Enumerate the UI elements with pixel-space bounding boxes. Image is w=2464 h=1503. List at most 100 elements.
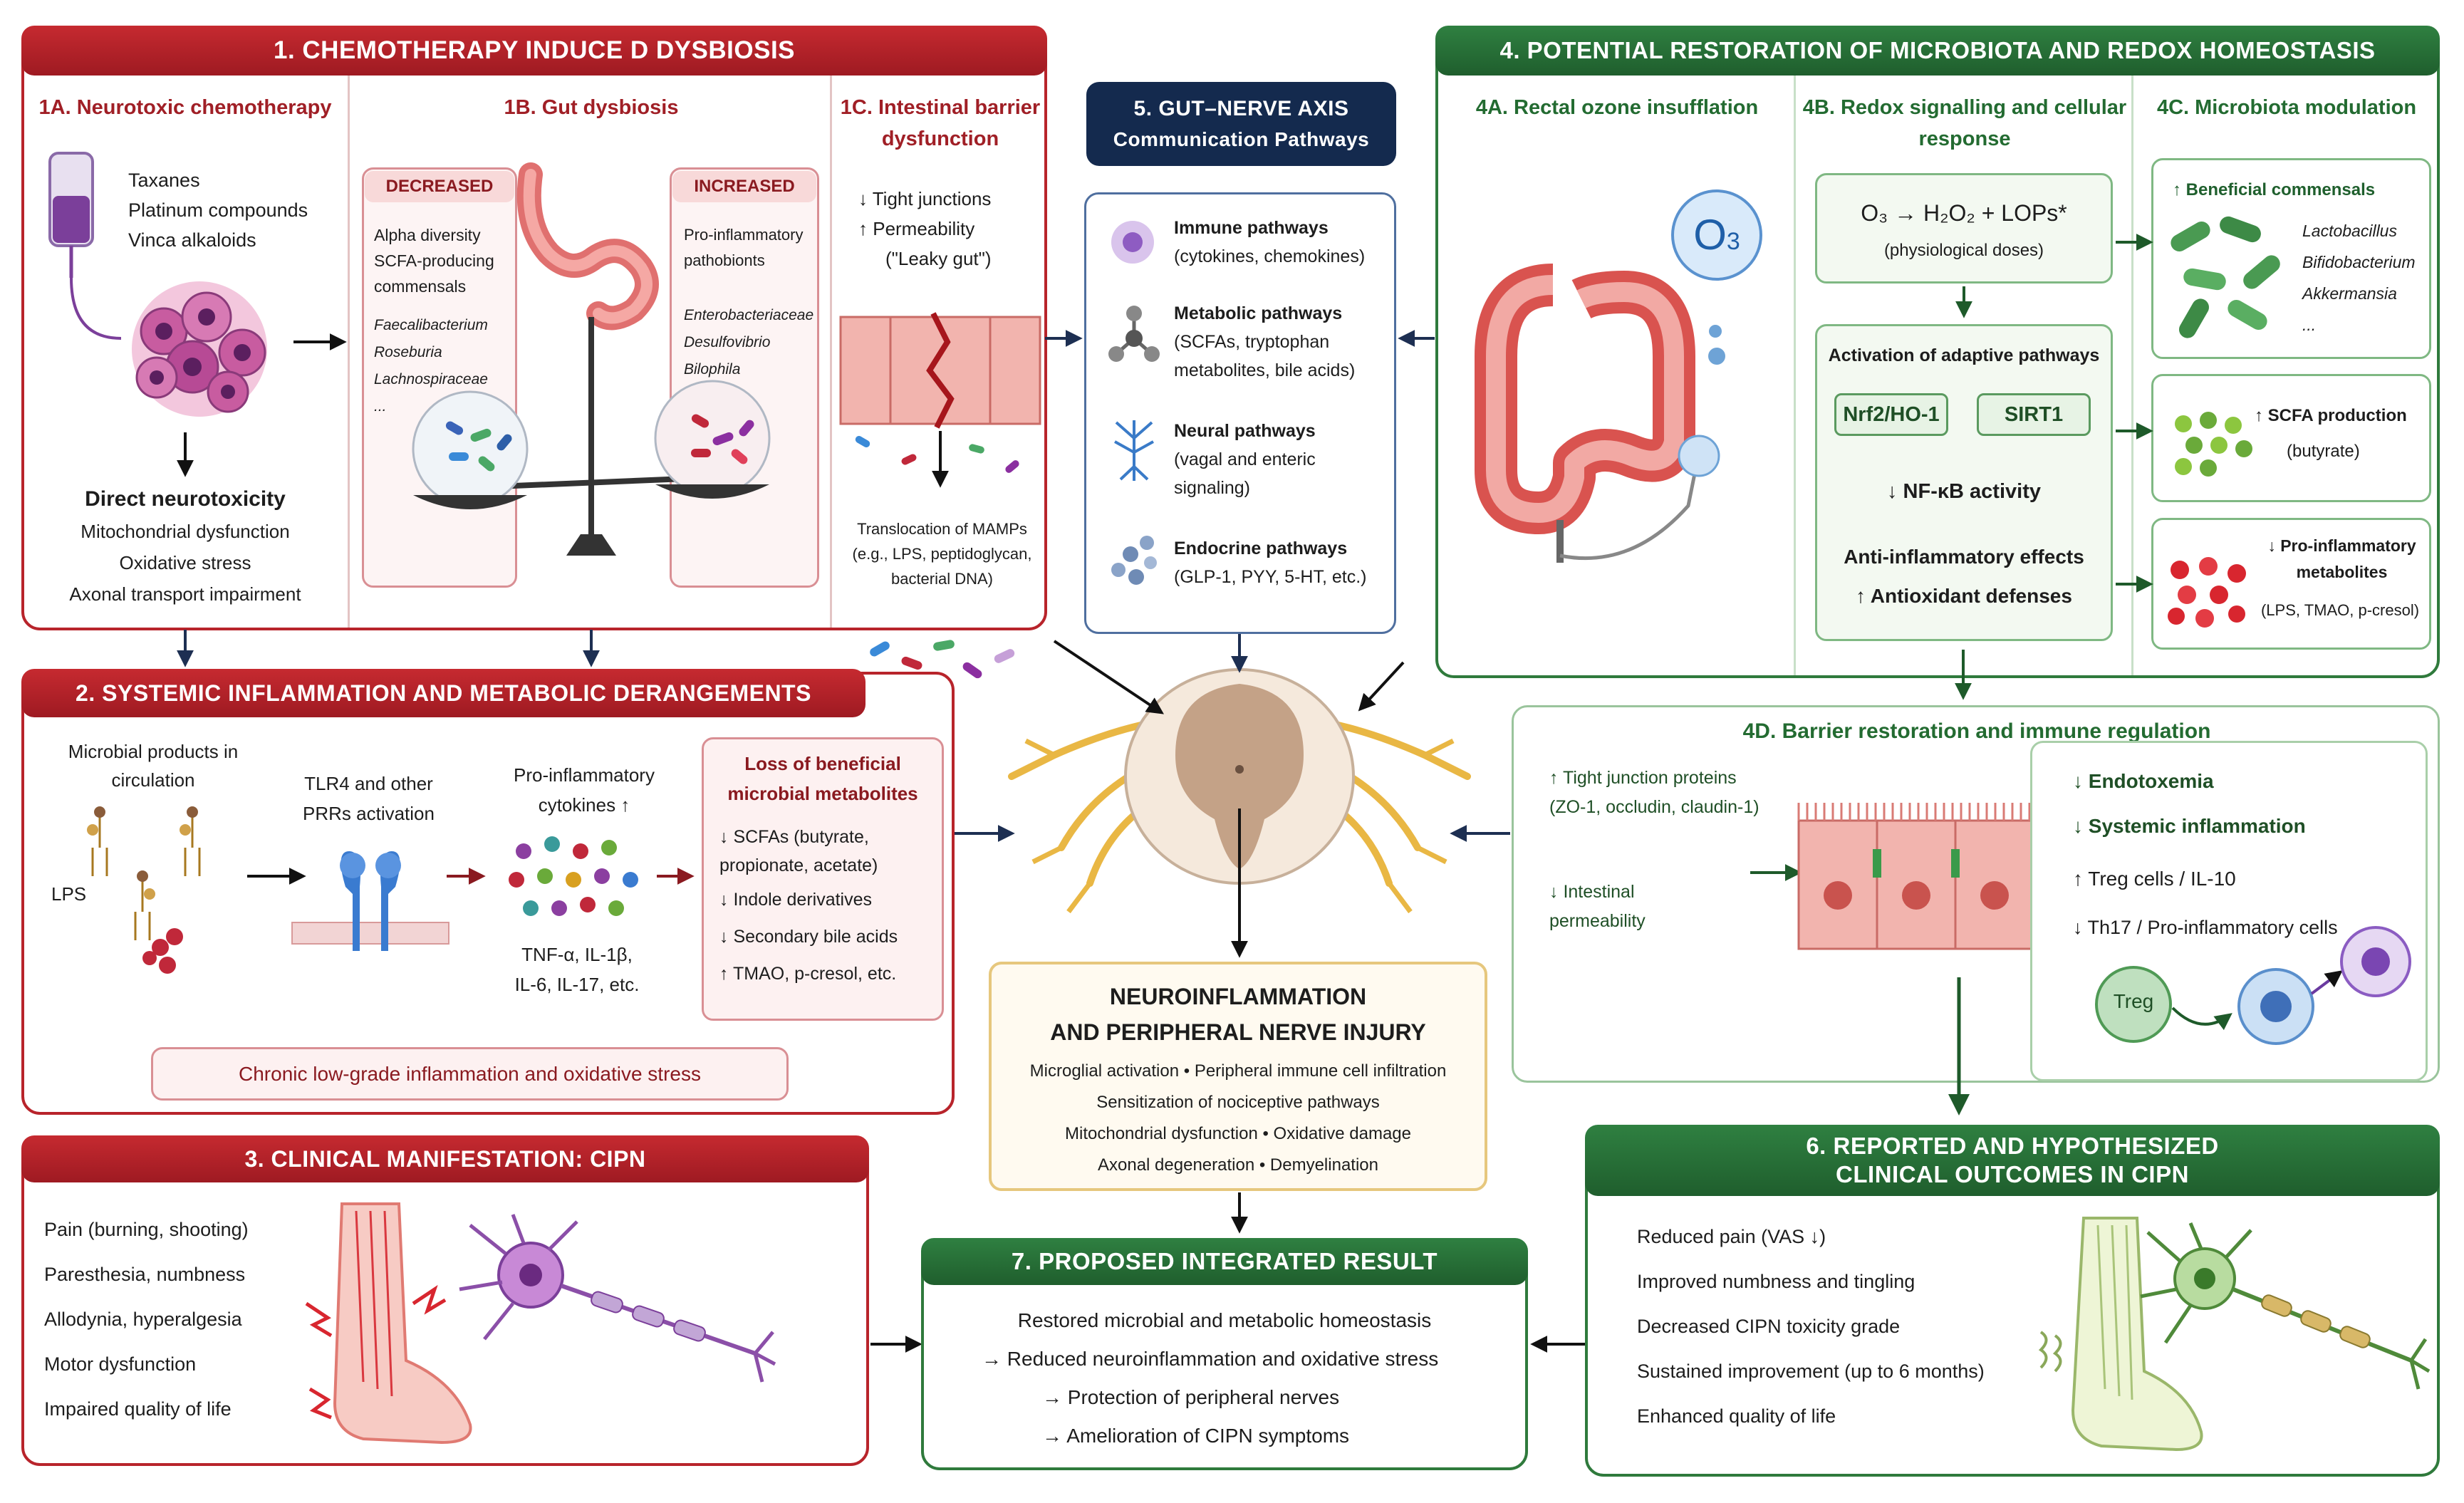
reduced-neuroinflammation: → Reduced neuroinflammation and oxidativ…	[982, 1348, 1439, 1370]
neurotoxicity-effect-list: Mitochondrial dysfunction Oxidative stre…	[28, 516, 342, 610]
pro-inflammatory-metabolites: ↓ Pro-inflammatory metabolites	[2267, 536, 2416, 581]
treg-label: Treg	[2113, 990, 2154, 1012]
pro-inflammatory-dots-icon	[2168, 557, 2246, 628]
chronic-inflammation-box: Chronic low-grade inflammation and oxida…	[151, 1047, 789, 1101]
increased-box	[670, 167, 819, 588]
subpanel-4a-title: 4A. Rectal ozone insufflation	[1475, 96, 1759, 119]
cytokines-title: Pro-inflammatory cytokines ↑	[514, 764, 655, 816]
cytokine-list: TNF-α, IL-1β, IL-6, IL-17, etc.	[514, 944, 640, 995]
increased-item: Pro-inflammatory pathobionts	[684, 226, 804, 269]
neural-pathways: Neural pathways (vagal and enteric signa…	[1174, 417, 1391, 502]
subpanel-1b-title: 1B. Gut dysbiosis	[504, 96, 679, 119]
beneficial-taxon: ...	[2302, 316, 2317, 334]
scfa-butyrate: (butyrate)	[2287, 442, 2360, 461]
neuro-line: Microglial activation • Peripheral immun…	[1029, 1061, 1447, 1081]
symptom-allodynia: Allodynia, hyperalgesia	[44, 1309, 242, 1330]
outcomes-title-line2: CLINICAL OUTCOMES IN CIPN	[1836, 1161, 2189, 1187]
painful-foot-illustration	[305, 1202, 472, 1445]
peripheral-nerve-injury-title: AND PERIPHERAL NERVE INJURY	[1050, 1019, 1426, 1045]
arrows-panel1-to-panel2	[177, 630, 600, 667]
direct-neurotoxicity-title: Direct neurotoxicity	[85, 487, 286, 511]
neuroinflammation-list: Microglial activation • Peripheral immun…	[989, 1056, 1487, 1181]
decreased-taxa: Faecalibacterium Roseburia Lachnospirace…	[374, 312, 516, 420]
symptom-paresthesia: Paresthesia, numbness	[44, 1264, 246, 1285]
arrows-4b-to-4c	[2116, 234, 2153, 593]
mamps-translocation: Translocation of MAMPs (e.g., LPS, pepti…	[852, 520, 1032, 588]
effect-mitochondrial: Mitochondrial dysfunction	[80, 521, 290, 542]
panel-6-title: 6. REPORTED AND HYPOTHESIZED CLINICAL OU…	[1585, 1125, 2440, 1196]
anti-inflammatory-effects: Anti-inflammatory effects	[1844, 546, 2084, 568]
scfa-dots-icon	[2175, 412, 2252, 477]
subpanel-4c-title: 4C. Microbiota modulation	[2156, 96, 2417, 119]
increased-taxa: Enterobacteriaceae Desulfovibrio Bilophi…	[684, 302, 819, 410]
arrow-tlr-to-cytokines	[447, 868, 486, 885]
microbial-products: Microbial products in circulation	[68, 741, 239, 791]
panel-gut-nerve-axis	[1084, 192, 1396, 634]
restored-homeostasis: Restored microbial and metabolic homeost…	[1017, 1309, 1432, 1331]
neural-pathways-name: Neural pathways	[1174, 421, 1316, 441]
outcome-quality-of-life: Enhanced quality of life	[1637, 1405, 1836, 1427]
divider-4b-4c	[2131, 76, 2133, 675]
gut-nerve-axis-title: 5. GUT–NERVE AXIS	[1133, 97, 1349, 121]
immune-cell-icon	[1111, 221, 1154, 264]
th17-cells: ↓ Th17 / Pro-inflammatory cells	[2073, 917, 2338, 938]
subpanel-1c-title: 1C. Intestinal barrier dysfunction	[840, 96, 1041, 150]
outcome-sustained: Sustained improvement (up to 6 months)	[1637, 1361, 1985, 1382]
neuron-icon	[1114, 420, 1154, 481]
immune-pathways: Immune pathways (cytokines, chemokines)	[1174, 214, 1391, 271]
lps-label: LPS	[51, 883, 87, 905]
adaptive-pathways-box	[1815, 324, 2113, 641]
restored-barrier-illustration	[1797, 803, 2035, 950]
panel-2-title: 2. SYSTEMIC INFLAMMATION AND METABOLIC D…	[21, 669, 865, 717]
subpanel-1a-title: 1A. Neurotoxic chemotherapy	[38, 96, 332, 119]
arrow-to-restored-barrier	[1750, 864, 1802, 881]
loss-metabolites-list: ↓ SCFAs (butyrate, propionate, acetate) …	[719, 823, 937, 988]
subpanel-4b-title: 4B. Redox signalling and cellular respon…	[1802, 96, 2127, 150]
decreased-taxon: Faecalibacterium	[374, 317, 488, 333]
outcome-numbness: Improved numbness and tingling	[1637, 1271, 1915, 1292]
neuroinflammation-box	[989, 962, 1487, 1191]
sirt1-badge: SIRT1	[1977, 393, 2091, 436]
metabolic-pathways: Metabolic pathways (SCFAs, tryptophan me…	[1174, 299, 1391, 385]
healthy-foot-illustration	[2038, 1217, 2203, 1452]
nrf2-badge: Nrf2/HO-1	[1834, 393, 1948, 436]
outcome-toxicity: Decreased CIPN toxicity grade	[1637, 1316, 1901, 1337]
panel-4-title: 4. POTENTIAL RESTORATION OF MICROBIOTA A…	[1435, 26, 2440, 76]
healthy-neuron-illustration	[2140, 1222, 2431, 1390]
beneficial-bacteria-icon	[2171, 216, 2280, 338]
iv-bag-icon	[48, 152, 122, 340]
panel-3-title: 3. CLINICAL MANIFESTATION: CIPN	[21, 1135, 869, 1182]
immune-pathways-name: Immune pathways	[1174, 218, 1329, 238]
nerve-protection: → Protection of peripheral nerves	[1042, 1386, 1340, 1408]
loss-metabolites-box	[702, 737, 944, 1021]
loss-metabolites-title: Loss of beneficial microbial metabolites	[727, 753, 918, 804]
increased-items: Pro-inflammatory pathobionts	[684, 222, 819, 274]
intestinal-permeability: ↓ Intestinal permeability	[1549, 882, 1646, 932]
endotoxemia: ↓ Endotoxemia	[2073, 770, 2214, 792]
redox-formula-box	[1815, 173, 2113, 284]
decreased-taxon: Roseburia	[374, 344, 442, 360]
neuroinflammation-title: NEUROINFLAMMATION	[1109, 984, 1367, 1009]
antioxidant-defenses: ↑ Antioxidant defenses	[1856, 585, 2072, 607]
metabolic-pathways-desc: (SCFAs, tryptophan metabolites, bile aci…	[1174, 332, 1356, 380]
treg-il10: ↑ Treg cells / IL-10	[2073, 868, 2236, 890]
effect-axonal: Axonal transport impairment	[69, 583, 301, 605]
panel-7-title: 7. PROPOSED INTEGRATED RESULT	[921, 1238, 1528, 1285]
metabolic-pathways-name: Metabolic pathways	[1174, 303, 1343, 323]
colon-ozone-illustration	[1475, 189, 1762, 563]
tumor-cells-illustration	[132, 281, 267, 417]
bile-acid-loss: ↓ Secondary bile acids	[719, 927, 898, 947]
hormone-dots-icon	[1111, 536, 1157, 585]
cipn-amelioration: → Amelioration of CIPN symptoms	[1042, 1425, 1350, 1447]
decreased-taxon: Lachnospiraceae	[374, 371, 488, 388]
increased-taxon: Desulfovibrio	[684, 334, 771, 350]
outcomes-title-line1: 6. REPORTED AND HYPOTHESIZED	[1806, 1133, 2219, 1160]
symptom-pain: Pain (burning, shooting)	[44, 1219, 249, 1240]
barrier-items: ↓ Tight junctions ↑ Permeability ("Leaky…	[858, 184, 1044, 274]
arrow-down-neurotoxicity	[177, 432, 194, 477]
drug-vinca: Vinca alkaloids	[128, 229, 256, 251]
permeability-increase: ↑ Permeability	[858, 218, 975, 239]
tight-junctions-decrease: ↓ Tight junctions	[858, 188, 992, 209]
ozone-subscript: 3	[1726, 228, 1740, 255]
clinical-outcome-list: Reduced pain (VAS ↓) Improved numbness a…	[1637, 1215, 2036, 1439]
